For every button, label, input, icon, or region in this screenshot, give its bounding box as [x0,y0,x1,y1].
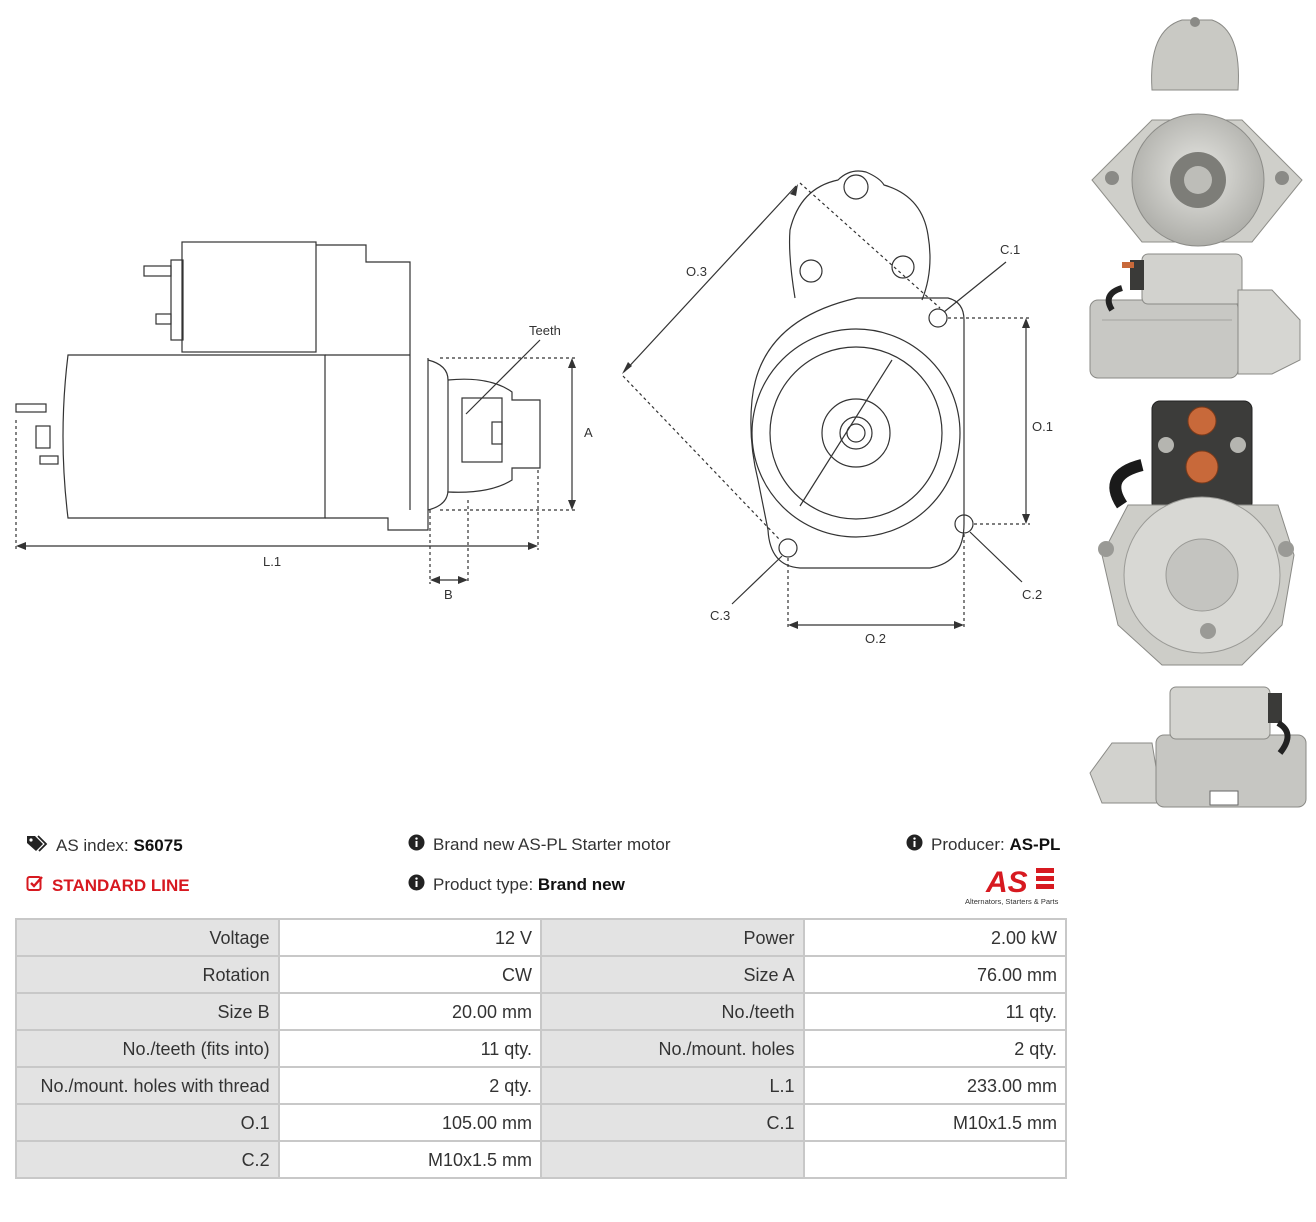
info-icon [408,834,425,856]
dim-a-label: A [584,425,593,440]
spec-key: Size B [15,992,280,1031]
logo-mark: AS [985,866,1028,899]
table-row: C.2 M10x1.5 mm [15,1140,1068,1179]
product-type-label: Product type: [433,875,534,894]
spec-value: 11 qty. [277,1029,542,1068]
spec-value [802,1140,1068,1179]
spec-key: O.1 [15,1103,280,1142]
table-row: Rotation CW Size A 76.00 mm [15,955,1068,994]
spec-key: No./teeth [539,992,805,1031]
spec-value: 233.00 mm [802,1066,1068,1105]
table-row: O.1 105.00 mm C.1 M10x1.5 mm [15,1103,1068,1142]
standard-line-badge: STANDARD LINE [26,874,190,897]
table-row: No./mount. holes with thread 2 qty. L.1 … [15,1066,1068,1105]
product-type-value: Brand new [537,875,625,894]
producer-label: Producer: [931,835,1005,854]
table-row: No./teeth (fits into) 11 qty. No./mount.… [15,1029,1068,1068]
dim-c2-label: C.2 [1022,587,1042,602]
dim-c1-label: C.1 [1000,242,1020,257]
tags-icon [26,834,48,857]
spec-key: No./mount. holes with thread [15,1066,280,1105]
product-photo-side[interactable] [1082,250,1310,385]
spec-key: Rotation [15,955,280,994]
spec-key: L.1 [539,1066,805,1105]
product-photo-front[interactable] [1082,10,1310,250]
product-photo-side-label[interactable] [1082,683,1310,813]
spec-value: 2.00 kW [802,918,1068,957]
spec-value: 76.00 mm [802,955,1068,994]
dim-b-label: B [444,587,453,602]
spec-value: 11 qty. [802,992,1068,1031]
info-icon [906,834,923,856]
table-row: Voltage 12 V Power 2.00 kW [15,918,1068,957]
spec-key: C.1 [539,1103,805,1142]
spec-key: Size A [539,955,805,994]
specs-table: Voltage 12 V Power 2.00 kW Rotation CW S… [15,918,1068,1179]
description: Brand new AS-PL Starter motor [408,834,670,856]
teeth-label: Teeth [529,323,561,338]
spec-value: 20.00 mm [277,992,542,1031]
spec-value: 105.00 mm [277,1103,542,1142]
producer-value: AS-PL [1009,835,1061,854]
spec-key: C.2 [15,1140,280,1179]
product-type: Product type: Brand new [408,874,625,896]
dim-o3-label: O.3 [686,264,707,279]
spec-value: M10x1.5 mm [277,1140,542,1179]
dim-l1-label: L.1 [263,554,281,569]
table-row: Size B 20.00 mm No./teeth 11 qty. [15,992,1068,1031]
spec-value: 2 qty. [802,1029,1068,1068]
spec-key: No./teeth (fits into) [15,1029,280,1068]
spec-key: No./mount. holes [539,1029,805,1068]
description-text: Brand new AS-PL Starter motor [433,835,671,854]
technical-drawing: Teeth A L.1 B [15,170,1053,646]
product-photo-rear[interactable] [1082,395,1310,675]
info-icon [408,874,425,896]
as-index-label: AS index: [56,835,129,855]
spec-value: 2 qty. [277,1066,542,1105]
dim-c3-label: C.3 [710,608,730,623]
spec-key: Power [539,918,805,957]
spec-value: CW [277,955,542,994]
standard-line-label: STANDARD LINE [52,875,190,895]
logo-tagline: Alternators, Starters & Parts [965,897,1059,906]
as-index: AS index: S6075 [26,834,183,857]
producer: Producer: AS-PL [906,834,1060,856]
spec-value: M10x1.5 mm [802,1103,1068,1142]
as-pl-logo: AS Alternators, Starters & Parts [960,864,1070,908]
as-index-value: S6075 [133,835,183,855]
spec-value: 12 V [277,918,542,957]
dim-o2-label: O.2 [865,631,886,646]
spec-key [539,1140,805,1179]
check-square-icon [26,874,44,897]
spec-key: Voltage [15,918,280,957]
dim-o1-label: O.1 [1032,419,1053,434]
